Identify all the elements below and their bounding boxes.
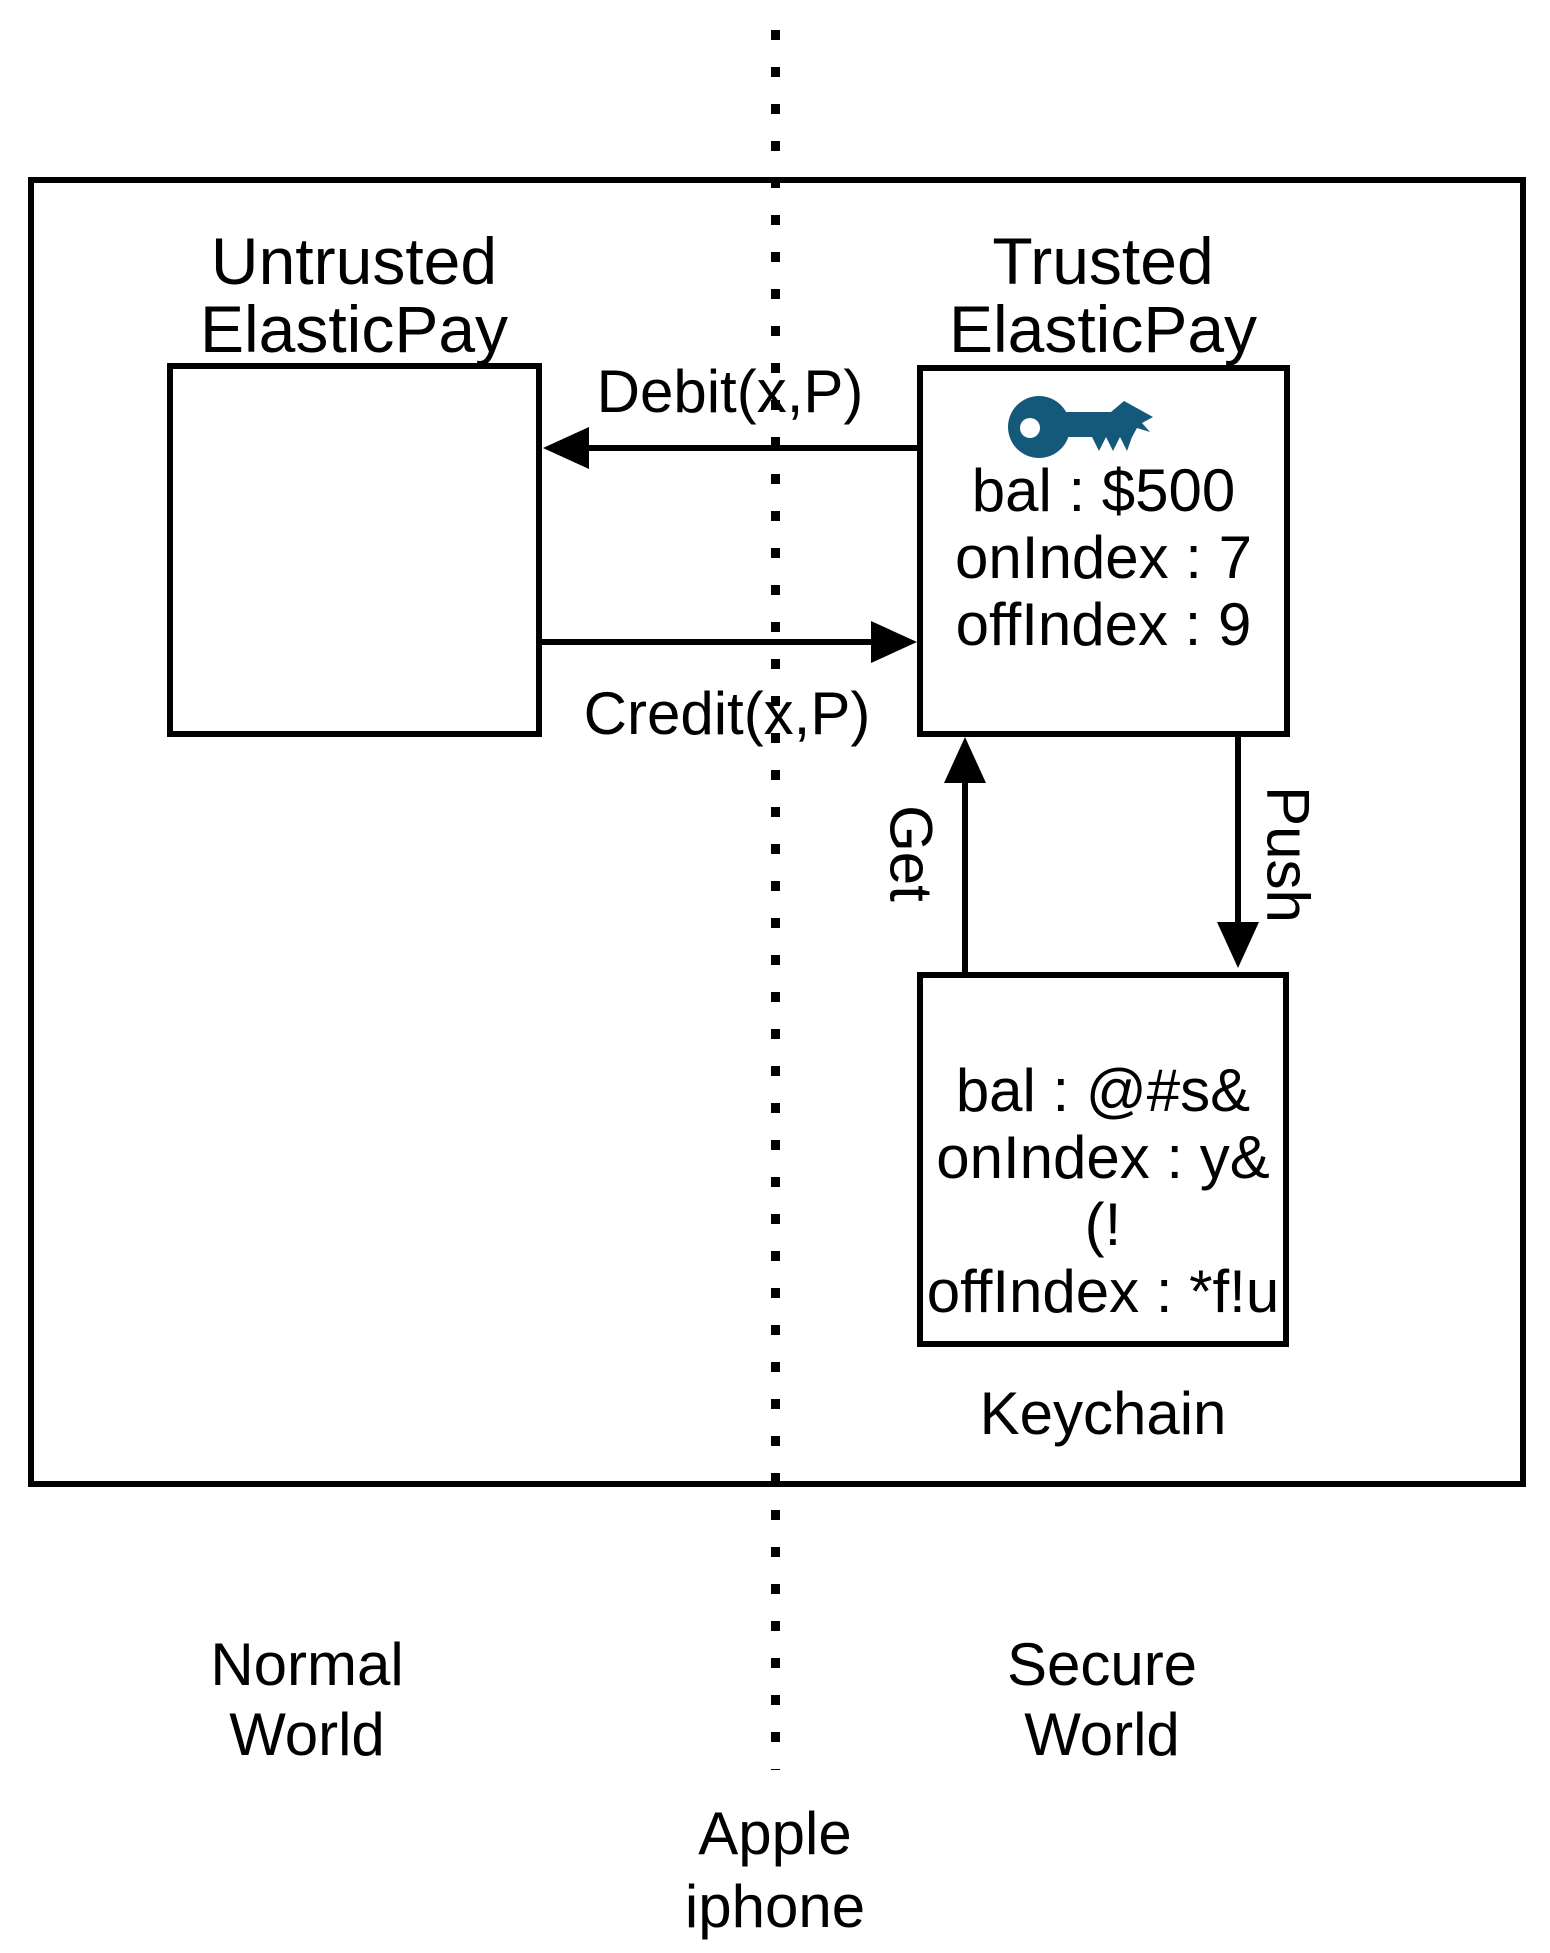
apple-iphone-label: Apple iphone	[684, 1800, 866, 1940]
get-arrow	[944, 737, 986, 972]
normal-world-label: Normal World	[210, 1631, 404, 1768]
trusted-elasticpay-title: Trusted ElasticPay	[948, 224, 1258, 366]
untrusted-elasticpay-title: Untrusted ElasticPay	[199, 224, 509, 366]
keychain-state-fields: bal : @#s& onIndex : y&(! offIndex : *f!…	[926, 1057, 1280, 1325]
keychain-label: Keychain	[979, 1380, 1227, 1447]
untrusted-elasticpay-box	[167, 363, 542, 737]
push-arrow	[1217, 737, 1259, 968]
keychain-box: bal : @#s& onIndex : y&(! offIndex : *f!…	[917, 972, 1289, 1347]
credit-arrow-label: Credit(x,P)	[583, 680, 871, 747]
trusted-state-fields: bal : $500 onIndex : 7 offIndex : 9	[955, 457, 1252, 658]
key-icon	[1008, 396, 1153, 458]
trusted-elasticpay-box: bal : $500 onIndex : 7 offIndex : 9	[917, 365, 1290, 737]
credit-arrow	[542, 621, 917, 663]
debit-arrow-label: Debit(x,P)	[596, 358, 864, 425]
debit-arrow	[543, 427, 917, 469]
secure-world-label: Secure World	[1006, 1631, 1198, 1768]
world-divider-dotted-line	[771, 30, 780, 1770]
